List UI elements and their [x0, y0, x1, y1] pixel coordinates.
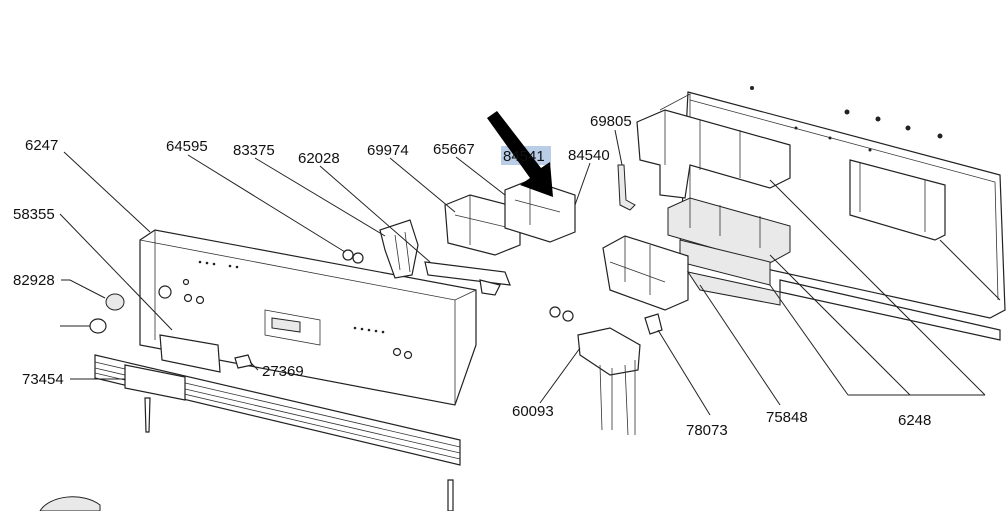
screw — [144, 397, 151, 433]
control-panel-6247 — [139, 229, 477, 406]
label-65667: 65667 — [433, 141, 475, 158]
rear-rod — [779, 279, 1001, 341]
label-78073: 78073 — [686, 422, 728, 439]
part-27369 — [234, 354, 253, 369]
label-69974: 69974 — [367, 142, 409, 159]
knob-lower — [89, 318, 107, 334]
part-58355-window — [159, 334, 221, 373]
part-78073 — [644, 313, 663, 335]
upper-cover — [636, 109, 946, 241]
part-62028-tube — [424, 261, 511, 286]
knob-82928 — [105, 293, 125, 311]
part-69805 — [617, 164, 636, 211]
label-27369: 27369 — [262, 363, 304, 380]
part-60093-harness — [577, 327, 641, 436]
part-83375-connector — [379, 219, 419, 279]
part-73454-plate — [124, 364, 186, 401]
label-62028: 62028 — [298, 150, 340, 167]
label-82928: 82928 — [13, 272, 55, 289]
pointer-arrow — [487, 111, 553, 197]
main-control-board — [667, 197, 791, 286]
label-73454: 73454 — [22, 371, 64, 388]
screw-bottom — [447, 479, 454, 511]
label-84540: 84540 — [568, 147, 610, 164]
label-6247: 6247 — [25, 137, 58, 154]
partial-part-bottom — [39, 496, 101, 511]
label-64595: 64595 — [166, 138, 208, 155]
leader-lines — [59, 129, 1001, 416]
label-83375: 83375 — [233, 142, 275, 159]
label-69805: 69805 — [590, 113, 632, 130]
label-58355: 58355 — [13, 206, 55, 223]
controller-box — [602, 235, 781, 311]
label-60093: 60093 — [512, 403, 554, 420]
part-64595 — [342, 249, 354, 261]
label-84541: 84541 — [503, 148, 545, 165]
callout-labels: 6247 58355 82928 73454 64595 83375 62028… — [13, 113, 931, 439]
label-75848: 75848 — [766, 409, 808, 426]
label-6248: 6248 — [898, 412, 931, 429]
